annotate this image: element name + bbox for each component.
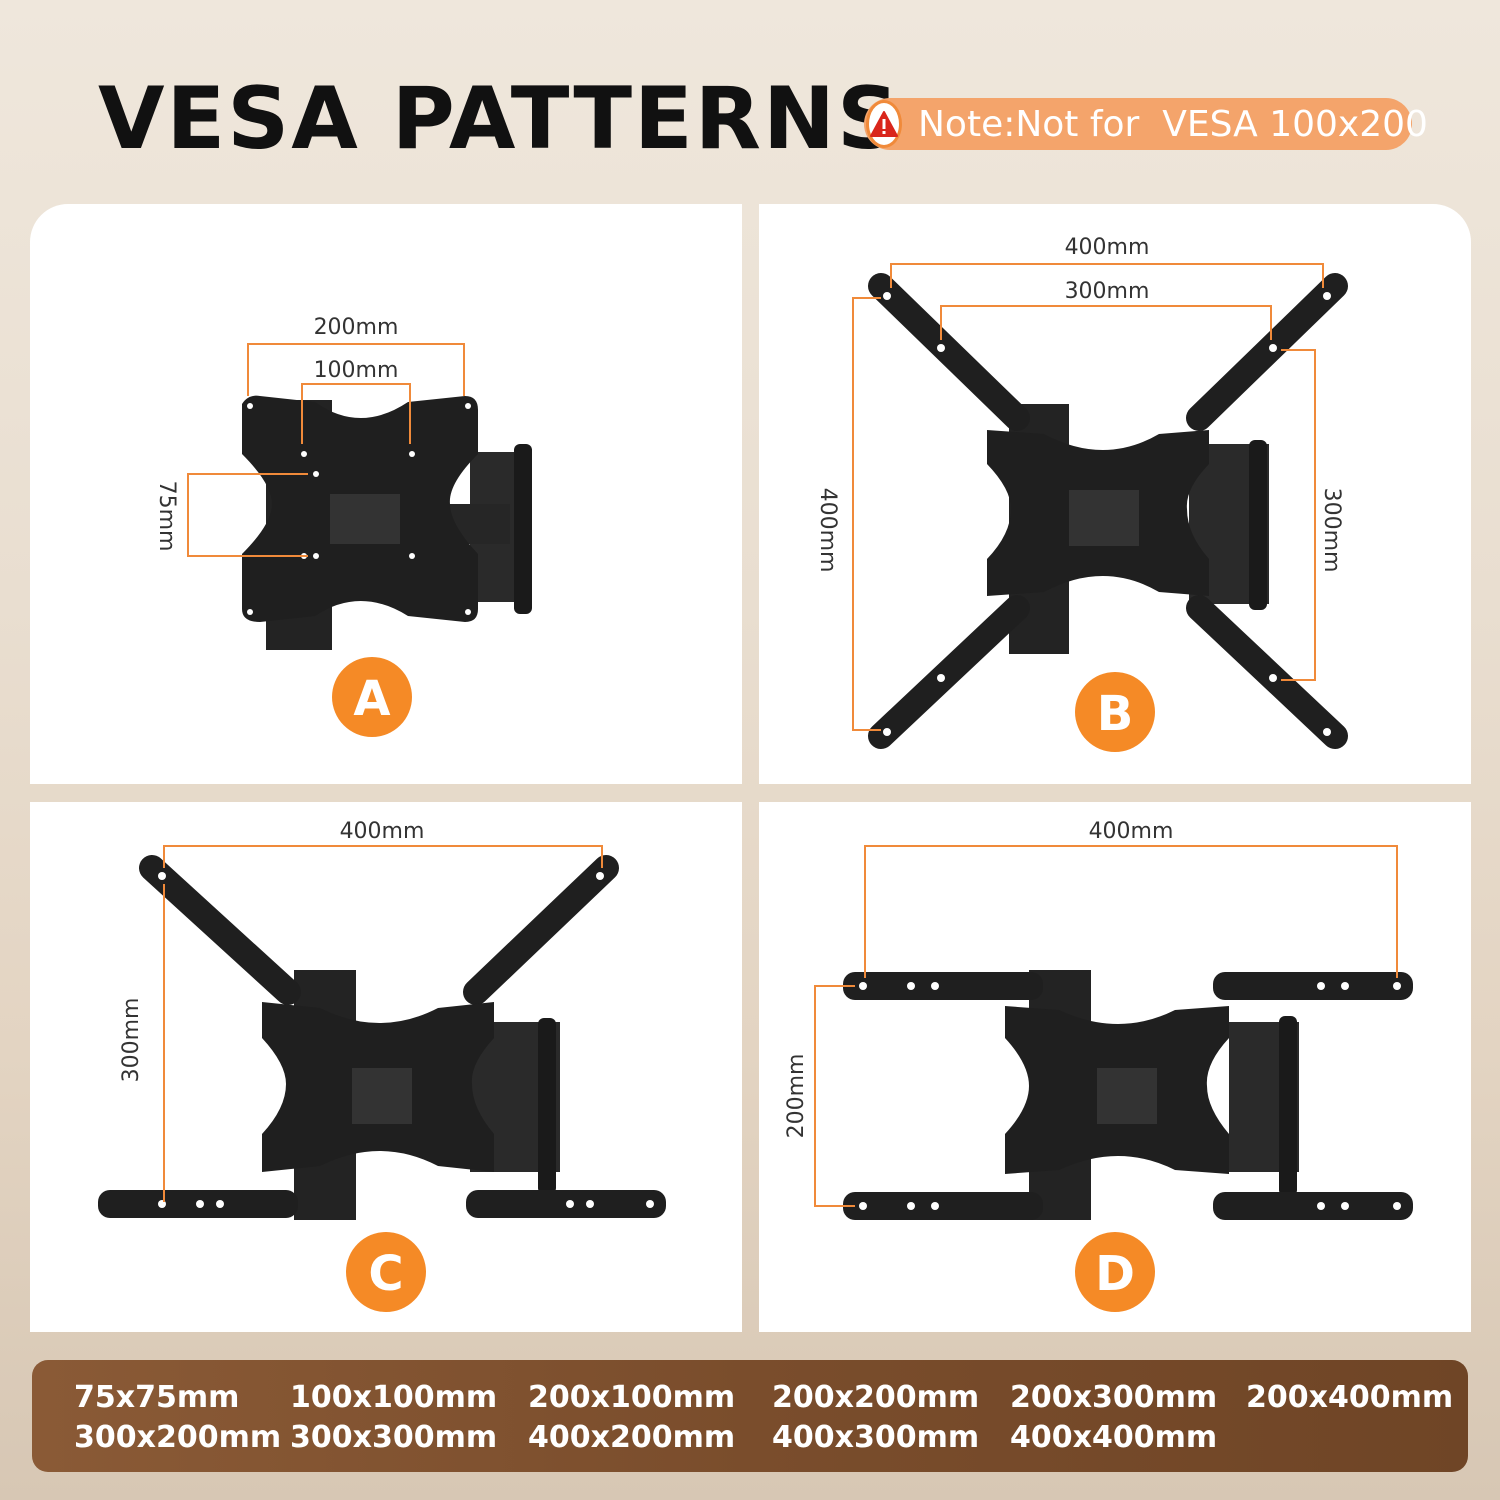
dimension-lines-c (163, 845, 603, 1202)
size-item: 400x400mm (1010, 1420, 1218, 1455)
badge-a-label: A (353, 671, 390, 727)
dim-label: 400mm (1089, 819, 1174, 844)
panel-c: 400mm 300mm C (30, 802, 742, 1332)
mount-c-illustration (98, 855, 666, 1220)
badge-b-label: B (1097, 686, 1134, 742)
dim-label: 75mm (154, 481, 179, 552)
panel-b: 400mm 300mm 400mm 300mm B (759, 204, 1471, 784)
size-item: 400x200mm (528, 1420, 736, 1455)
dim-label: 400mm (1065, 235, 1150, 260)
mount-a-illustration (242, 395, 532, 650)
mount-b-illustration (868, 273, 1348, 749)
badge-b (1075, 672, 1155, 752)
size-item: 400x300mm (772, 1420, 980, 1455)
dim-label: 300mm (1065, 279, 1150, 304)
size-item: 300x200mm (74, 1420, 282, 1455)
size-item: 200x300mm (1010, 1380, 1218, 1415)
badge-a (332, 657, 412, 737)
dim-label: 400mm (340, 819, 425, 844)
note-badge: Note:Not for VESA 100x200 (864, 98, 1428, 150)
dim-label: 200mm (784, 1054, 809, 1139)
badge-c-label: C (368, 1246, 403, 1302)
size-item: 200x200mm (772, 1380, 980, 1415)
dim-label: 100mm (314, 358, 399, 383)
dim-label: 200mm (314, 315, 399, 340)
badge-c (346, 1232, 426, 1312)
dimension-lines-d (814, 845, 1398, 1207)
size-item: 200x400mm (1246, 1380, 1454, 1415)
size-item: 100x100mm (290, 1380, 498, 1415)
size-item: 300x300mm (290, 1420, 498, 1455)
badge-d-label: D (1095, 1246, 1135, 1302)
mount-d-illustration (843, 970, 1413, 1220)
panel-a: 200mm 100mm 75mm A (30, 204, 742, 784)
size-item: 75x75mm (74, 1380, 240, 1415)
supported-sizes-bar (32, 1360, 1468, 1472)
note-text: Note:Not for VESA 100x200 (918, 103, 1428, 145)
dim-label: 400mm (815, 488, 840, 573)
dimension-lines-b (852, 263, 1324, 731)
size-item: 200x100mm (528, 1380, 736, 1415)
warning-icon (866, 100, 902, 148)
dim-label: 300mm (119, 998, 144, 1083)
page-title: VESA PATTERNS (98, 69, 901, 169)
dimension-lines-a (187, 343, 465, 557)
badge-d (1075, 1232, 1155, 1312)
dim-label: 300mm (1319, 488, 1344, 573)
panel-d: 400mm 200mm D (759, 802, 1471, 1332)
